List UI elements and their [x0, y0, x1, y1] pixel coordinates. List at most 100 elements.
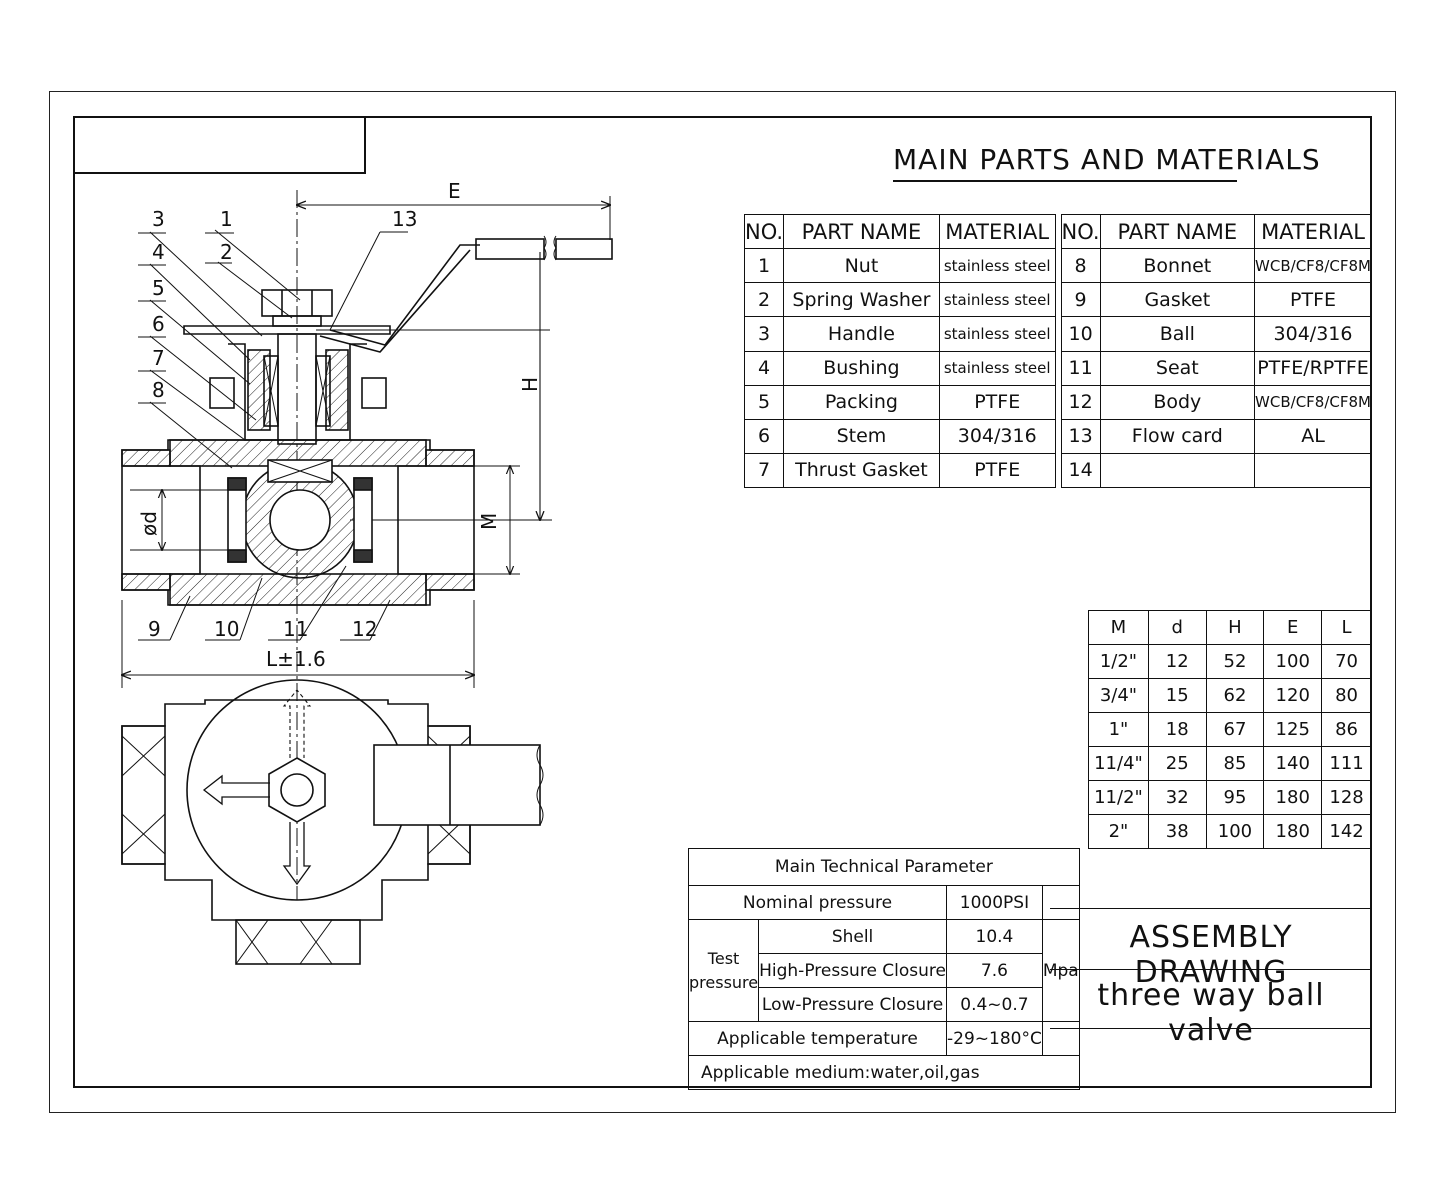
dim-H-label: H [518, 377, 542, 392]
tech-title: Main Technical Parameter [688, 848, 1080, 886]
drawing-type: ASSEMBLY DRAWING [1129, 920, 1293, 990]
dim-M-label: M [477, 513, 501, 530]
callout-10: 10 [214, 617, 239, 641]
part-no: 4 [743, 350, 785, 386]
dim-d-label: ød [137, 511, 161, 536]
part-no: 7 [743, 452, 785, 489]
part-no: 5 [743, 384, 785, 420]
dim-header-cell: d [1147, 610, 1207, 645]
part-name: Bushing [783, 350, 940, 386]
callout-13: 13 [392, 207, 417, 231]
part-name: Nut [783, 248, 940, 284]
dim-cell: 1/2" [1088, 644, 1149, 679]
part-material: 304/316 [938, 418, 1056, 454]
dim-cell: 80 [1321, 678, 1372, 713]
part-name: Spring Washer [783, 282, 940, 318]
part-name: Seat [1099, 350, 1256, 386]
callout-4: 4 [152, 240, 165, 264]
heading-underline [893, 180, 1237, 182]
drawing-number-box [73, 116, 366, 174]
callout-8: 8 [152, 378, 165, 402]
dim-cell: 70 [1321, 644, 1372, 679]
part-name: Packing [783, 384, 940, 420]
part-material: PTFE [938, 384, 1056, 420]
part-material: PTFE/RPTFE [1254, 350, 1372, 386]
dim-cell: 3/4" [1088, 678, 1149, 713]
pressure-unit: Mpa [1041, 919, 1080, 1022]
dim-cell: 85 [1205, 746, 1265, 781]
part-material: stainless steel [938, 248, 1056, 284]
part-name: Flow card [1099, 418, 1256, 454]
part-no: 6 [743, 418, 785, 454]
dim-cell: 100 [1263, 644, 1323, 679]
title-block: ASSEMBLY DRAWING three way ball valve [1050, 848, 1372, 1089]
dim-header-cell: E [1263, 610, 1323, 645]
tech-parameter-table: Main Technical Parameter Nominal pressur… [687, 848, 1080, 1090]
callout-7: 7 [152, 346, 165, 370]
dim-cell: 180 [1263, 814, 1323, 849]
temperature-label: Applicable temperature [687, 1021, 948, 1056]
dim-cell: 25 [1147, 746, 1207, 781]
callout-12: 12 [352, 617, 377, 641]
callout-2: 2 [220, 240, 233, 264]
dim-E-label: E [448, 179, 461, 203]
part-name: Thrust Gasket [783, 452, 940, 489]
dim-cell: 12 [1147, 644, 1207, 679]
dim-cell: 15 [1147, 678, 1207, 713]
part-material [1254, 452, 1372, 489]
product-name: three way ball valve [1097, 978, 1325, 1048]
high-pressure-value: 7.6 [946, 953, 1043, 988]
part-name: Bonnet [1099, 248, 1256, 284]
part-no: 10 [1060, 316, 1101, 352]
parts-header-cell: NO. [743, 213, 785, 250]
part-material: PTFE [938, 452, 1056, 489]
callout-11: 11 [283, 617, 308, 641]
dim-cell: 11/4" [1088, 746, 1149, 781]
dim-cell: 38 [1147, 814, 1207, 849]
drawing-frame-outer [49, 91, 1396, 1113]
dim-cell: 32 [1147, 780, 1207, 815]
dim-cell: 95 [1205, 780, 1265, 815]
dim-cell: 67 [1205, 712, 1265, 747]
part-no: 12 [1060, 384, 1101, 420]
shell-label: Shell [758, 919, 948, 954]
dim-cell: 1" [1088, 712, 1149, 747]
part-name: Body [1099, 384, 1256, 420]
dim-cell: 2" [1088, 814, 1149, 849]
dim-cell: 86 [1321, 712, 1372, 747]
parts-header-cell: MATERIAL [1254, 213, 1372, 250]
dim-L-label: L±1.6 [266, 647, 326, 671]
callout-1: 1 [220, 207, 233, 231]
part-material: 304/316 [1254, 316, 1372, 352]
part-no: 2 [743, 282, 785, 318]
dim-cell: 11/2" [1088, 780, 1149, 815]
low-pressure-value: 0.4~0.7 [946, 987, 1043, 1022]
part-material: PTFE [1254, 282, 1372, 318]
dim-cell: 128 [1321, 780, 1372, 815]
dim-header-cell: M [1088, 610, 1149, 645]
callout-5: 5 [152, 276, 165, 300]
shell-value: 10.4 [946, 919, 1043, 954]
part-material: WCB/CF8/CF8M [1254, 384, 1372, 420]
nominal-pressure-value: 1000PSI [946, 885, 1043, 920]
callout-3: 3 [152, 207, 165, 231]
high-pressure-label: High-Pressure Closure [758, 953, 948, 988]
part-no: 3 [743, 316, 785, 352]
dim-cell: 111 [1321, 746, 1372, 781]
callout-9: 9 [148, 617, 161, 641]
parts-header-cell: PART NAME [783, 213, 940, 250]
dim-cell: 142 [1321, 814, 1372, 849]
